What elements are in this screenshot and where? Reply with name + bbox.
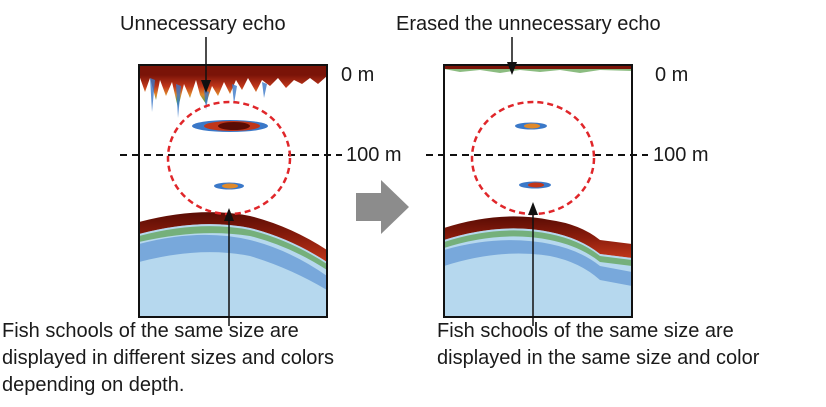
erased-echo-label: Erased the unnecessary echo [396,13,661,35]
up-arrowhead-icon [528,202,538,215]
left-seabed-line [139,212,327,262]
right-depth-0-label: 0 m [655,64,689,86]
right-caption-line-1: Fish schools of the same size are [437,320,734,342]
left-fish-caption-pointer [224,208,234,326]
unnecessary-echo-label: Unnecessary echo [120,13,286,35]
left-caption-line-1: Fish schools of the same size are [2,320,299,342]
left-seabed-green-band [139,226,327,270]
left-depth-100-label: 100 m [346,144,402,166]
right-echogram-panel [443,64,633,318]
right-seabed-scatter-dense [444,240,632,286]
right-fish-caption-pointer [528,202,538,326]
left-caption-line-2: displayed in different sizes and colors [2,347,335,369]
right-surface-echo [444,65,632,69]
left-caption-line-3: depending on depth. [2,374,185,396]
right-fish-school-upper-core [524,123,540,129]
right-fish-school-lower-core [528,182,544,188]
right-caption-line-2: displayed in the same size and color [437,347,760,369]
left-seabed-scatter-dense [139,234,327,290]
erased-echo-pointer [507,37,517,75]
down-arrowhead-icon [201,80,211,93]
left-surface-clutter [139,75,327,108]
left-fish-school-lower-core [222,183,238,189]
down-arrowhead-icon [507,62,517,75]
right-depth-100-label: 100 m [653,144,709,166]
left-fish-school-upper-core [218,122,250,130]
left-surface-echo [139,65,327,75]
right-arrow-icon [356,180,409,234]
right-panel-frame [443,64,633,318]
up-arrowhead-icon [224,208,234,221]
right-surface-residue [444,69,632,73]
right-seabed-green-band [444,230,632,266]
left-panel-frame [138,64,328,318]
left-echogram-panel [138,64,328,318]
unnecessary-echo-pointer [201,37,211,93]
right-seabed-line [444,216,632,258]
left-clutter-streaks [150,78,267,118]
left-depth-0-label: 0 m [341,64,375,86]
